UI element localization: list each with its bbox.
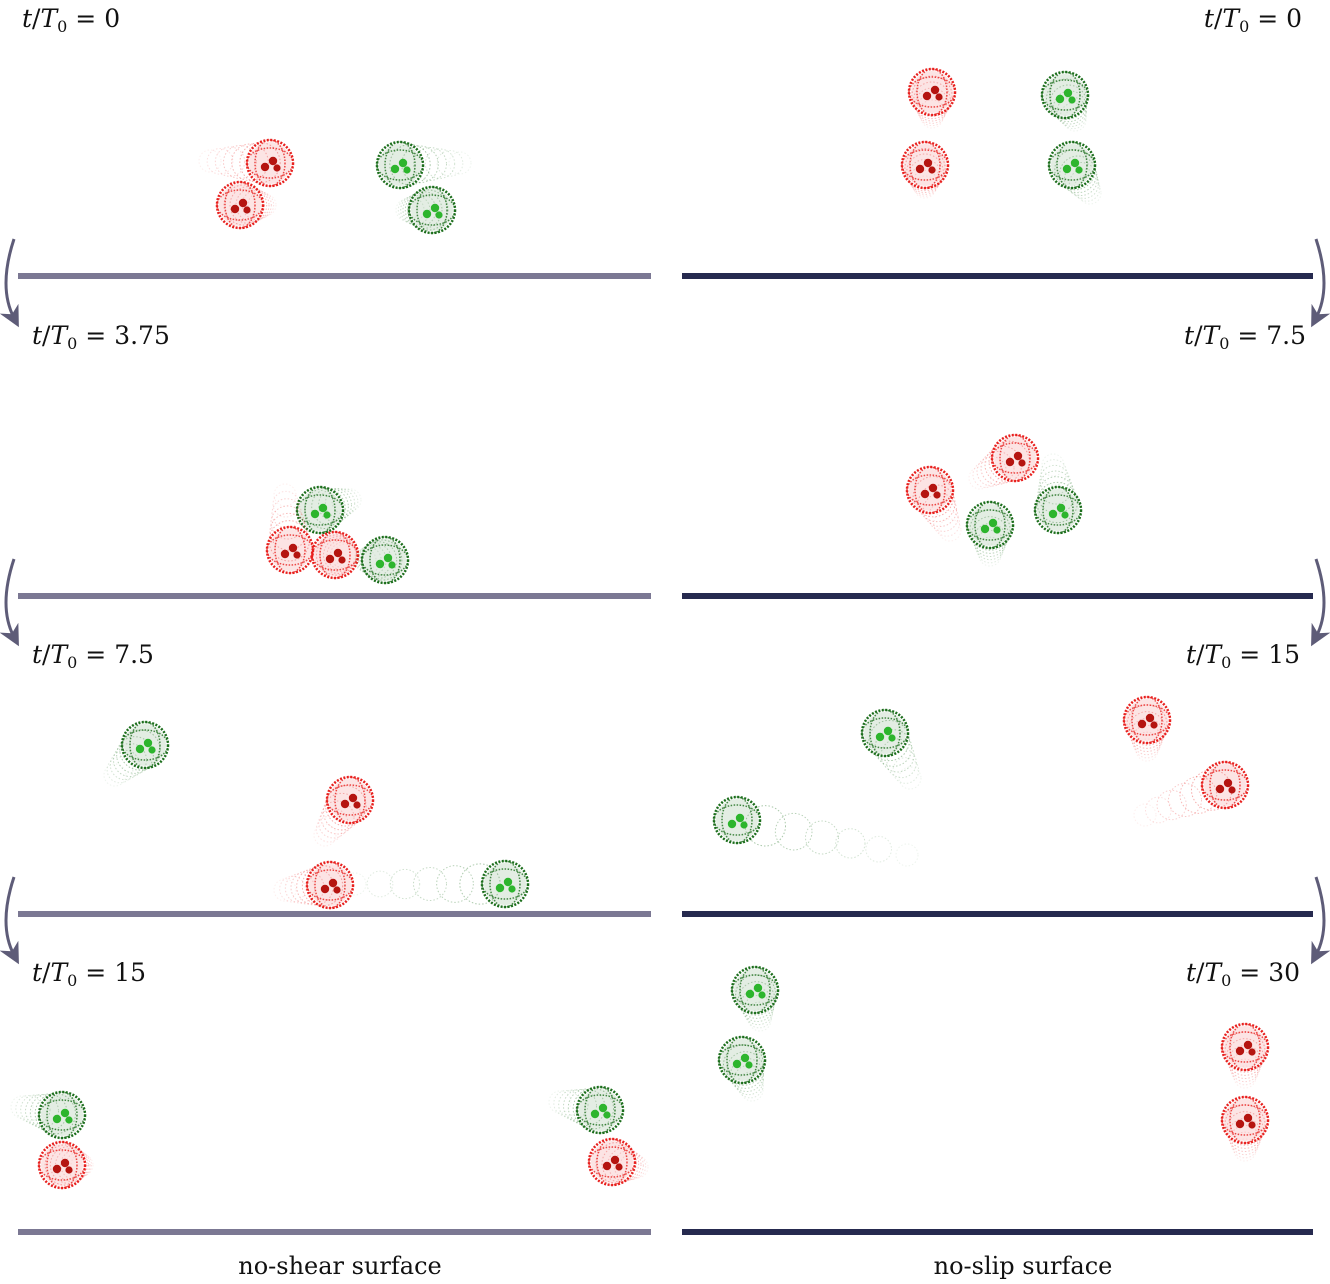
time-label-right-2: t/T0 = 15 <box>1185 640 1300 672</box>
red-helical-swimmer-icon-1 <box>198 138 295 188</box>
red-helical-swimmer-icon-25 <box>1122 695 1172 762</box>
green-helical-swimmer-icon-11 <box>343 859 530 909</box>
caption-no-shear: no-shear surface <box>238 1252 442 1280</box>
curved-arrow-icon-left-0 <box>0 238 19 328</box>
green-helical-swimmer-icon-4 <box>295 485 362 535</box>
green-helical-swimmer-icon-3 <box>395 185 457 235</box>
red-helical-swimmer-icon-16 <box>907 67 957 129</box>
green-helical-swimmer-icon-2 <box>375 140 472 190</box>
time-label-right-1: t/T0 = 7.5 <box>1184 321 1306 353</box>
green-helical-swimmer-icon-7 <box>353 535 410 585</box>
green-helical-swimmer-icon-12 <box>10 1090 87 1140</box>
curved-arrow-icon-right-0 <box>1311 238 1330 328</box>
red-helical-swimmer-icon-15 <box>587 1137 649 1187</box>
caption-no-slip: no-slip surface <box>933 1252 1113 1280</box>
green-helical-swimmer-icon-28 <box>730 965 780 1032</box>
green-helical-swimmer-icon-23 <box>1033 453 1083 535</box>
red-helical-swimmer-icon-6 <box>310 530 360 580</box>
time-label-right-0: t/T0 = 0 <box>1203 4 1302 36</box>
time-label-left-1: t/T0 = 3.75 <box>32 321 170 353</box>
curved-arrow-icon-left-1 <box>0 558 19 647</box>
green-helical-swimmer-icon-22 <box>965 500 1015 567</box>
red-helical-swimmer-icon-9 <box>313 775 375 847</box>
green-helical-swimmer-icon-8 <box>103 720 170 787</box>
time-label-left-0: t/T0 = 0 <box>22 4 121 36</box>
red-helical-swimmer-icon-30 <box>1220 1022 1270 1089</box>
red-helical-swimmer-icon-13 <box>37 1140 94 1190</box>
red-helical-swimmer-icon-0 <box>215 180 277 230</box>
time-label-right-3: t/T0 = 30 <box>1185 958 1300 990</box>
red-helical-swimmer-icon-31 <box>1220 1095 1270 1162</box>
red-helical-swimmer-icon-10 <box>273 860 355 910</box>
green-helical-swimmer-icon-24 <box>860 708 922 790</box>
curved-arrow-icon-right-1 <box>1311 558 1330 647</box>
red-helical-swimmer-icon-20 <box>905 465 962 542</box>
curved-arrow-icon-left-2 <box>0 876 19 965</box>
time-label-left-2: t/T0 = 7.5 <box>32 640 154 672</box>
time-label-left-3: t/T0 = 15 <box>32 958 147 990</box>
green-helical-swimmer-icon-14 <box>548 1085 625 1135</box>
curved-arrow-icon-right-2 <box>1311 876 1330 965</box>
red-helical-swimmer-icon-26 <box>1133 760 1250 827</box>
green-helical-swimmer-icon-19 <box>1047 140 1102 205</box>
red-helical-swimmer-icon-18 <box>900 140 950 199</box>
green-helical-swimmer-icon-27 <box>712 795 919 867</box>
green-helical-swimmer-icon-17 <box>1040 70 1090 132</box>
red-helical-swimmer-icon-21 <box>968 433 1040 490</box>
green-helical-swimmer-icon-29 <box>717 1035 767 1102</box>
